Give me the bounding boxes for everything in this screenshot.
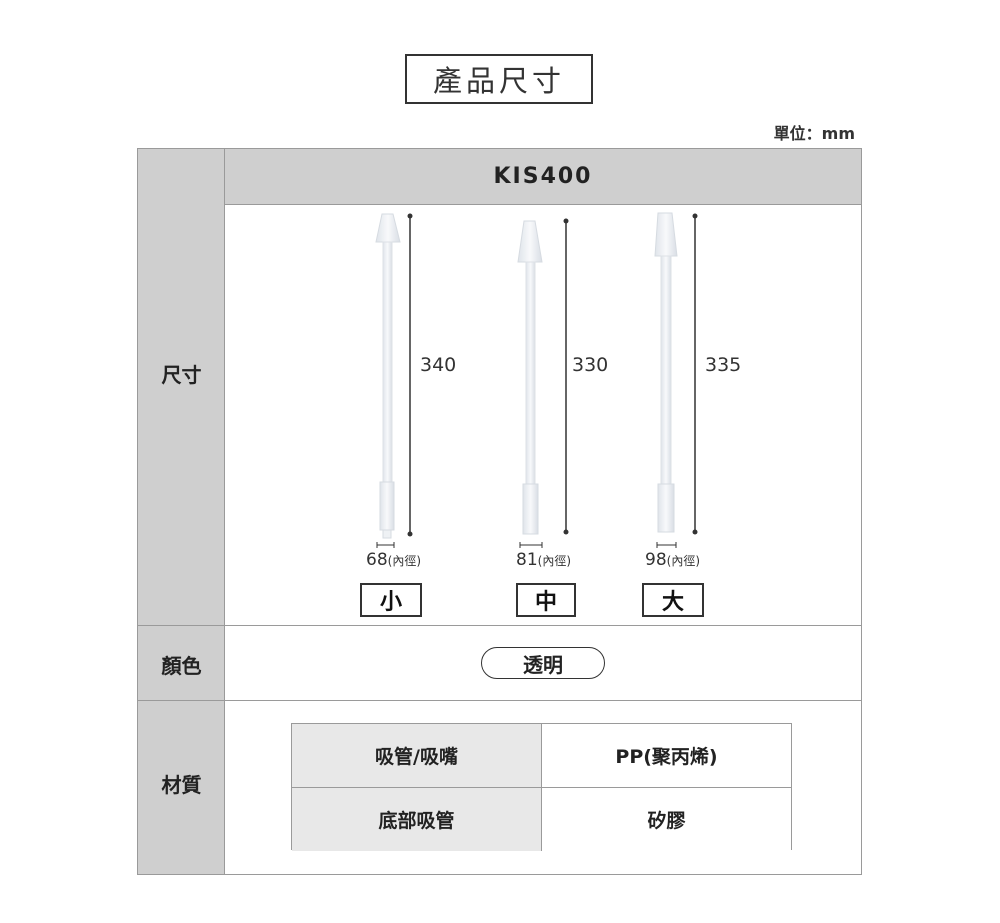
size-badge-large: 大 — [642, 583, 704, 617]
size-badge-medium: 中 — [516, 583, 576, 617]
diameter-note: (內徑) — [666, 554, 701, 568]
color-value-pill: 透明 — [481, 647, 605, 679]
unit-label: 單位：mm — [773, 124, 855, 143]
material-part: 底部吸管 — [292, 788, 542, 851]
diameter-label-large: 98(內徑) — [645, 550, 700, 570]
spec-table: KIS400 尺寸 顏色 材質 — [137, 148, 862, 875]
material-table: 吸管/吸嘴 PP(聚丙烯) 底部吸管 矽膠 — [291, 723, 792, 851]
diameter-label-small: 68(內徑) — [366, 550, 421, 570]
diameter-note: (內徑) — [537, 554, 572, 568]
diameter-note: (內徑) — [387, 554, 422, 568]
diameter-label-medium: 81(內徑) — [516, 550, 571, 570]
diameter-value: 81 — [516, 550, 538, 570]
straw-medium — [517, 218, 569, 548]
length-label-medium: 330 — [572, 354, 609, 376]
row-label-color: 顏色 — [161, 654, 202, 678]
page-title: 產品尺寸 — [405, 54, 593, 104]
row-divider — [138, 700, 861, 701]
length-label-large: 335 — [705, 354, 742, 376]
length-label-small: 340 — [420, 354, 457, 376]
material-part: 吸管/吸嘴 — [292, 724, 542, 787]
size-badge-small: 小 — [360, 583, 422, 617]
row-header-column — [138, 149, 225, 874]
material-value: PP(聚丙烯) — [542, 724, 791, 787]
row-label-size: 尺寸 — [161, 363, 202, 387]
model-header: KIS400 — [225, 149, 861, 205]
material-divider — [292, 787, 791, 788]
diameter-value: 68 — [366, 550, 388, 570]
diameter-value: 98 — [645, 550, 667, 570]
material-value: 矽膠 — [542, 788, 791, 851]
row-divider — [138, 625, 861, 626]
row-label-material: 材質 — [161, 773, 202, 797]
straw-small — [375, 213, 413, 548]
straw-large — [654, 212, 698, 548]
